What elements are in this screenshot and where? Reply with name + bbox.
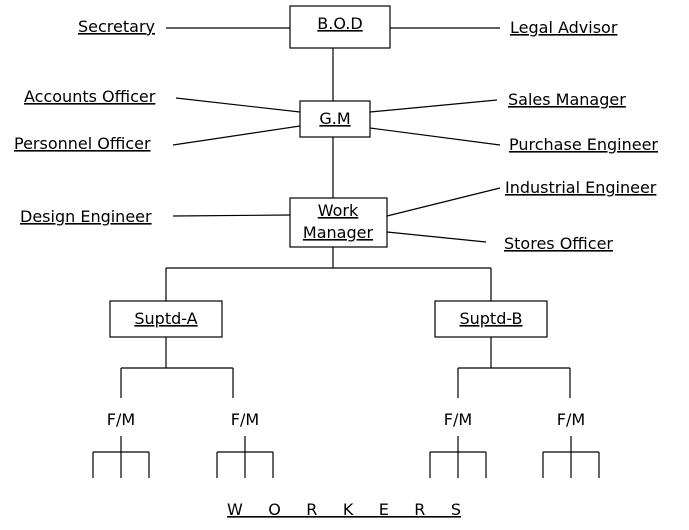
node-work-manager-line1: Work [318,201,359,220]
staff-stores-officer: Stores Officer [504,234,613,253]
line-personnel-officer [172,125,301,146]
node-suptd-a: Suptd-A [109,300,223,338]
node-gm: G.M [299,100,371,138]
node-gm-label: G.M [319,109,350,128]
line-design-engineer [172,214,291,217]
foreman-label: F/M [444,410,472,429]
staff-personnel-officer: Personnel Officer [14,134,151,153]
line-sales-manager [369,99,498,113]
staff-industrial-engineer: Industrial Engineer [505,178,657,197]
workers-label: W O R K E R S [227,500,461,519]
line-industrial-engineer [386,187,501,217]
foreman-label: F/M [107,410,135,429]
line-purchase-engineer [369,127,501,146]
node-suptd-b: Suptd-B [434,300,548,338]
staff-legal-advisor: Legal Advisor [510,18,618,37]
node-bod-label: B.O.D [317,14,362,33]
foreman-label: F/M [557,410,585,429]
node-work-manager-line2: Manager [303,223,374,242]
node-work-manager: Work Manager [289,197,388,248]
staff-accounts-officer: Accounts Officer [24,87,156,106]
connectors [92,27,600,478]
node-suptd-b-label: Suptd-B [459,309,522,328]
node-bod: B.O.D [289,5,391,49]
staff-secretary: Secretary [78,17,155,36]
foreman-label: F/M [231,410,259,429]
staff-purchase-engineer: Purchase Engineer [509,135,658,154]
node-suptd-a-label: Suptd-A [134,309,197,328]
staff-design-engineer: Design Engineer [20,207,152,226]
line-stores-officer [386,231,487,243]
line-accounts-officer [175,97,301,113]
staff-sales-manager: Sales Manager [508,90,626,109]
